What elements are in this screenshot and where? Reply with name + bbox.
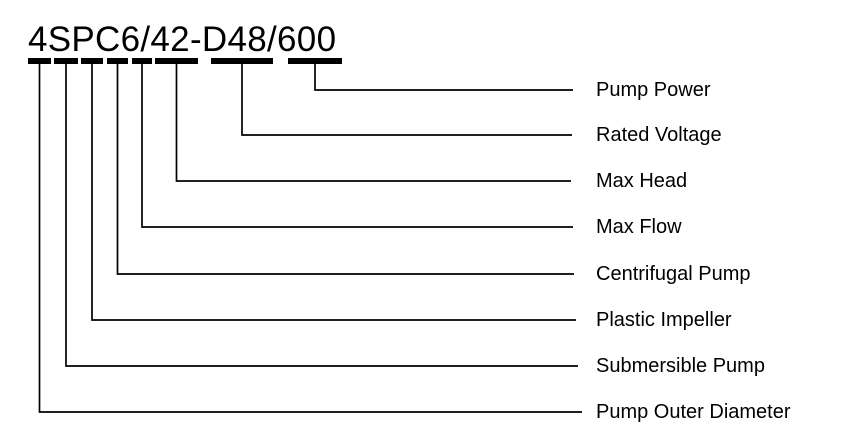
connector-max-head xyxy=(175,64,571,182)
connector-max-flow xyxy=(141,64,573,228)
connector-centrifugal-pump xyxy=(116,64,574,275)
label-centrifugal-pump: Centrifugal Pump xyxy=(596,263,751,285)
underline-segment-max-head xyxy=(155,58,198,64)
label-max-flow: Max Flow xyxy=(596,216,682,238)
underline-segment-plastic-impeller xyxy=(81,58,103,64)
underline-segment-max-flow xyxy=(132,58,152,64)
model-code-title: 4SPC6/42-D48/600 xyxy=(28,20,337,59)
connector-pump-power xyxy=(314,64,573,91)
label-pump-outer-diameter: Pump Outer Diameter xyxy=(596,401,791,423)
connector-plastic-impeller xyxy=(91,64,576,321)
label-rated-voltage: Rated Voltage xyxy=(596,124,722,146)
underline-segment-submersible-pump xyxy=(54,58,78,64)
underline-segment-pump-power xyxy=(288,58,342,64)
label-pump-power: Pump Power xyxy=(596,79,711,101)
underline-segment-rated-voltage xyxy=(211,58,273,64)
underline-segment-pump-outer-diameter xyxy=(28,58,51,64)
label-plastic-impeller: Plastic Impeller xyxy=(596,309,732,331)
label-submersible-pump: Submersible Pump xyxy=(596,355,765,377)
underline-segment-centrifugal-pump xyxy=(107,58,128,64)
connector-submersible-pump xyxy=(65,64,578,367)
label-max-head: Max Head xyxy=(596,170,688,192)
connector-pump-outer-diameter xyxy=(38,64,582,413)
connector-rated-voltage xyxy=(241,64,572,136)
